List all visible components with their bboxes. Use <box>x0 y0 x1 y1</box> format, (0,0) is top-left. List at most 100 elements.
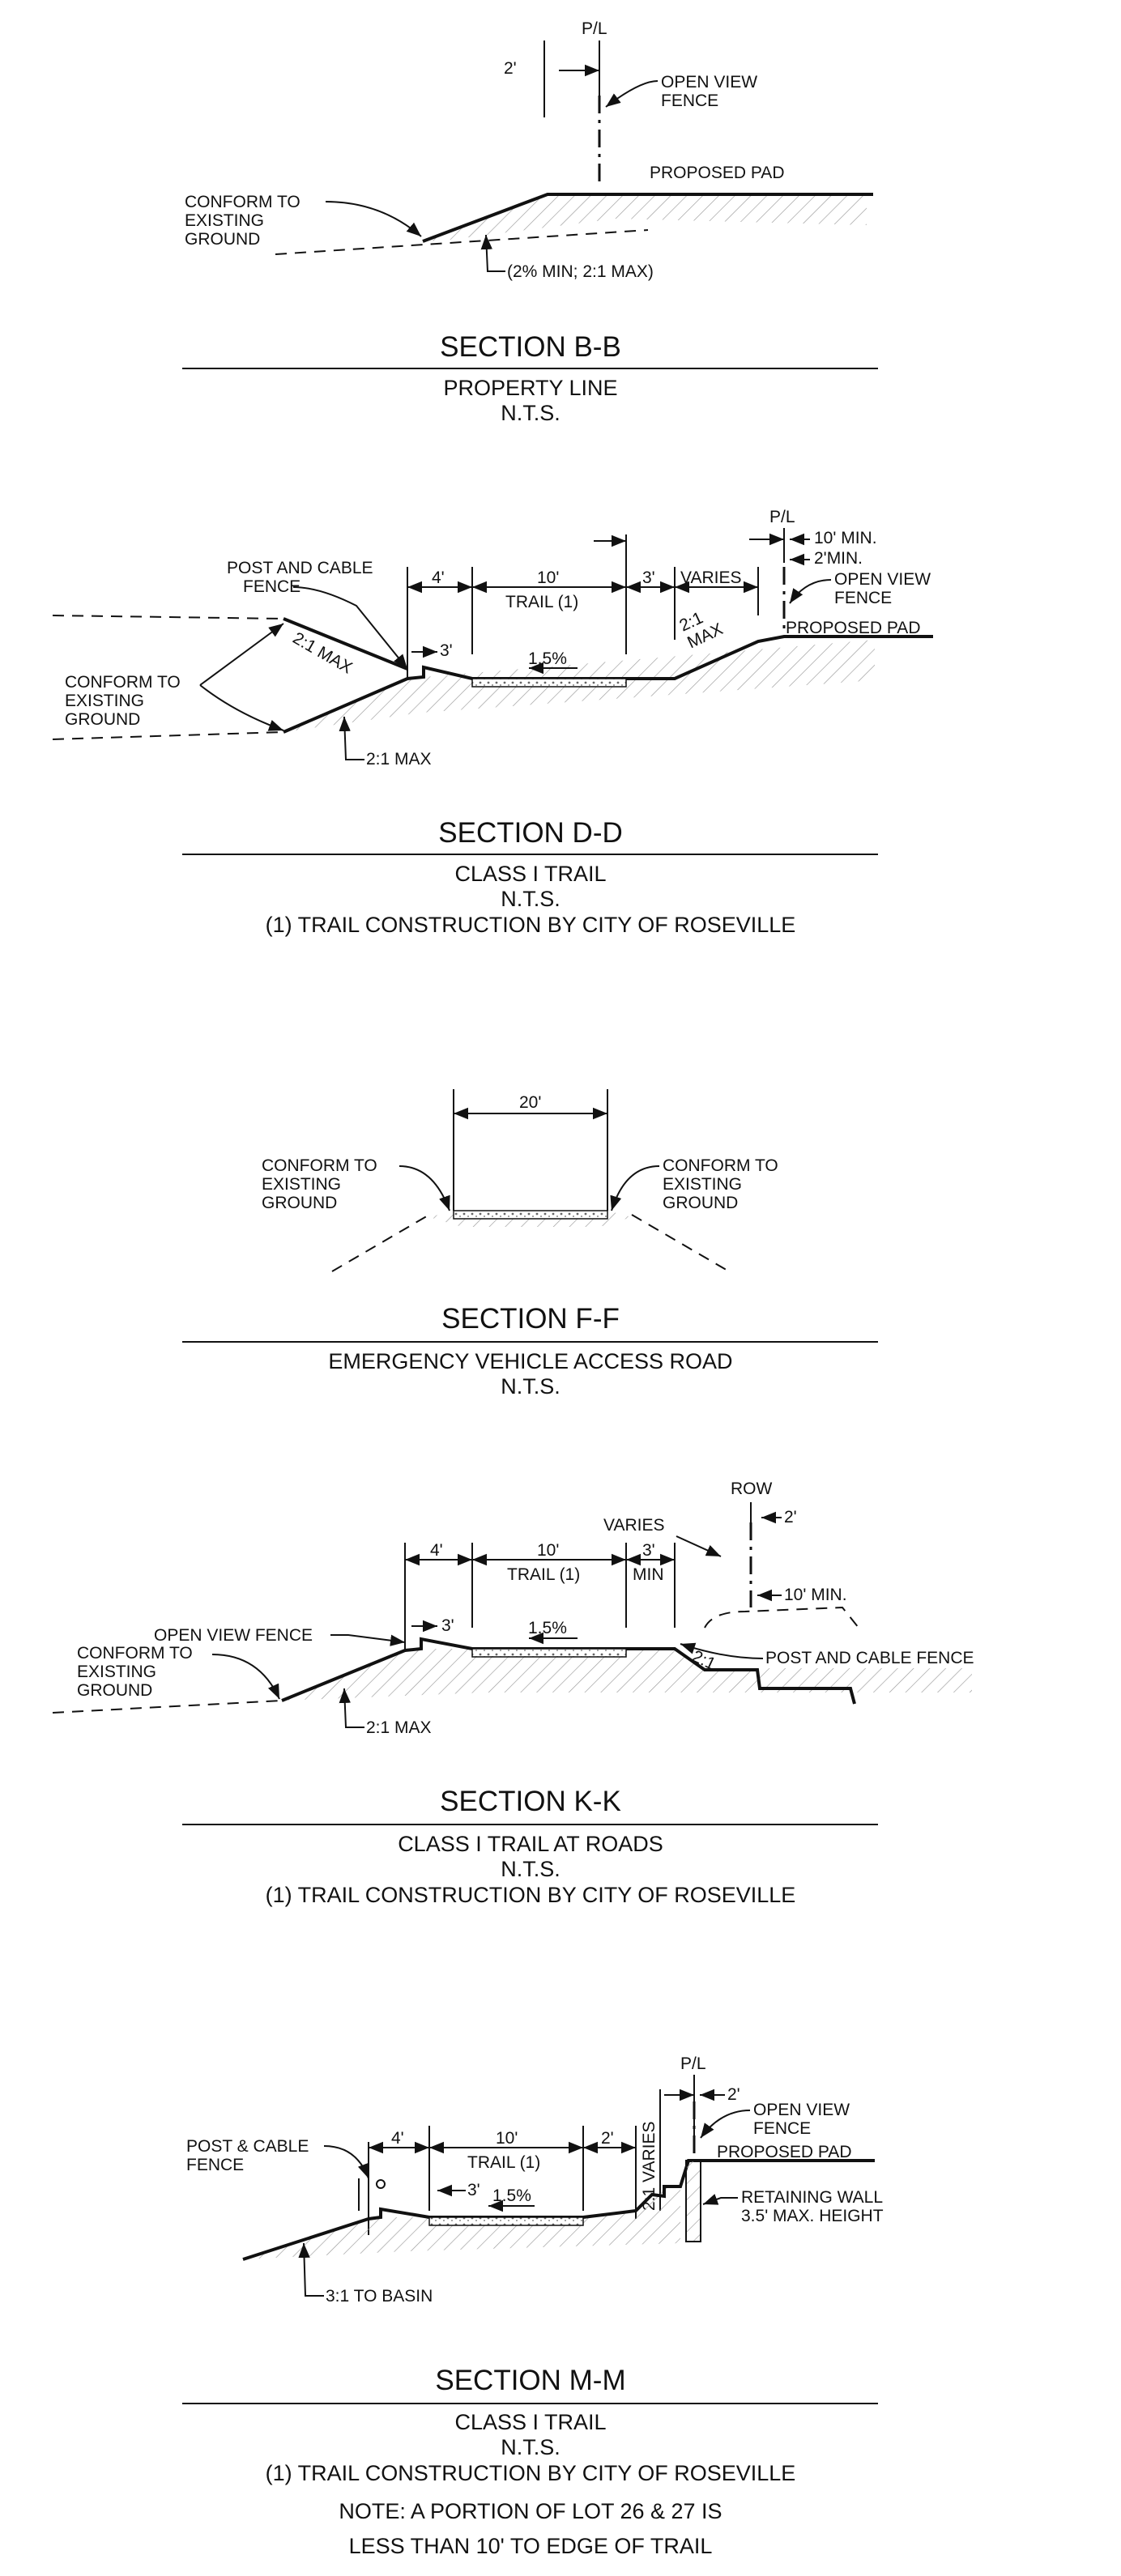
trail-label: TRAIL (1) <box>505 593 578 611</box>
dimension-3ft: 3' <box>467 2181 480 2199</box>
pl-label: P/L <box>680 2054 706 2073</box>
section-title: SECTION F-F <box>441 1303 620 1335</box>
slope-right-label: 2:1MAX <box>676 602 726 652</box>
leader <box>399 1165 450 1211</box>
dimension-2ft: 2' <box>504 59 517 78</box>
leader <box>702 2194 738 2205</box>
leader <box>325 201 422 237</box>
grade-label: 1.5% <box>492 2186 531 2205</box>
leader <box>700 2110 751 2139</box>
trail-pavement <box>471 1648 627 1658</box>
grade-label: 1.5% <box>528 649 567 668</box>
slope-bottom-label: 2:1 MAX <box>366 1718 432 1737</box>
dimension-3ft: 3' <box>642 568 655 587</box>
dimension-2ft: 2' <box>601 2129 614 2148</box>
trail-pavement <box>471 678 627 688</box>
dimension-2ft: 2' <box>784 1508 797 1526</box>
row-label: ROW <box>731 1480 773 1498</box>
cable-icon <box>376 2179 386 2189</box>
dimension-20ft: 20' <box>519 1093 541 1112</box>
leader <box>298 2242 324 2297</box>
dimension-10ft: 10' <box>496 2129 518 2148</box>
trail-label: TRAIL (1) <box>467 2153 540 2172</box>
road-pavement <box>453 1210 608 1220</box>
slope-bottom-label: 3:1 TO BASIN <box>326 2287 433 2306</box>
slope-label: (2% MIN; 2:1 MAX) <box>507 262 654 281</box>
leader <box>789 579 832 604</box>
pl-label: P/L <box>769 508 795 526</box>
pl-label: P/L <box>582 19 607 38</box>
section-title: SECTION B-B <box>440 331 621 363</box>
grade-label: 1.5% <box>528 1619 567 1637</box>
leader <box>605 80 659 108</box>
dimension-4ft: 4' <box>432 568 445 587</box>
leader <box>339 716 364 760</box>
dimension-2ft-top: 2' <box>727 2085 740 2104</box>
leader <box>330 1634 406 1646</box>
subtitle-3: (1) TRAIL CONSTRUCTION BY CITY OF ROSEVI… <box>266 1883 796 1907</box>
leader <box>199 684 284 731</box>
dimension-10ft: 10' <box>537 568 559 587</box>
leader <box>323 2145 369 2179</box>
finished-grade <box>281 1637 856 1705</box>
subtitle-2: N.T.S. <box>501 887 560 911</box>
subtitle-1: CLASS I TRAIL AT ROADS <box>398 1832 663 1856</box>
dimension-3ft-b: 3' <box>440 641 453 660</box>
note-line-1: NOTE: A PORTION OF LOT 26 & 27 IS <box>339 2499 722 2523</box>
min-label: MIN <box>633 1565 664 1584</box>
section-title: SECTION M-M <box>435 2365 625 2396</box>
post-cable-label: POST AND CABLE FENCE <box>765 1649 974 1667</box>
varies-label: VARIES <box>603 1516 664 1535</box>
subtitle-1: PROPERTY LINE <box>443 376 617 400</box>
subtitle-2: N.T.S. <box>501 401 560 425</box>
dimension-4ft: 4' <box>430 1541 443 1560</box>
subtitle-2: N.T.S. <box>501 1374 560 1399</box>
dimension-4ft: 4' <box>391 2129 404 2148</box>
leader <box>480 234 505 272</box>
section-title: SECTION D-D <box>438 817 623 849</box>
leader <box>199 623 284 686</box>
leader <box>680 1642 764 1659</box>
varies-label: 2:1 VARIES <box>640 2122 659 2212</box>
section-title: SECTION K-K <box>440 1786 621 1817</box>
retaining-wall <box>685 2160 701 2242</box>
two-min-label: 2'MIN. <box>814 549 863 568</box>
varies-label: VARIES <box>680 568 741 587</box>
dimension-3ft-b: 3' <box>441 1616 454 1635</box>
subtitle-3: (1) TRAIL CONSTRUCTION BY CITY OF ROSEVI… <box>266 913 796 937</box>
subtitle-2: N.T.S. <box>501 1857 560 1881</box>
existing-ground-line <box>275 229 649 255</box>
dimension-3ft: 3' <box>642 1541 655 1560</box>
leader <box>292 586 408 670</box>
existing-road-outline <box>704 1606 859 1629</box>
dimension-10ft: 10' <box>537 1541 559 1560</box>
proposed-pad-label: PROPOSED PAD <box>717 2143 851 2161</box>
proposed-pad-label: PROPOSED PAD <box>786 619 920 637</box>
note-line-2: LESS THAN 10' TO EDGE OF TRAIL <box>349 2534 713 2558</box>
subtitle-3: (1) TRAIL CONSTRUCTION BY CITY OF ROSEVI… <box>266 2461 796 2485</box>
finished-grade <box>422 193 873 243</box>
leader <box>339 1688 364 1728</box>
open-view-fence-label: OPEN VIEW FENCE <box>154 1626 313 1645</box>
trail-pavement <box>428 2216 584 2226</box>
ten-min-label: 10' MIN. <box>814 529 877 547</box>
subtitle-1: CLASS I TRAIL <box>454 862 606 886</box>
subtitle-2: N.T.S. <box>501 2435 560 2459</box>
trail-label: TRAIL (1) <box>507 1565 580 1584</box>
section-k-k: ROW 2' 10' MIN. VARIES 4' 10' TRAIL (1) … <box>52 1480 974 1907</box>
